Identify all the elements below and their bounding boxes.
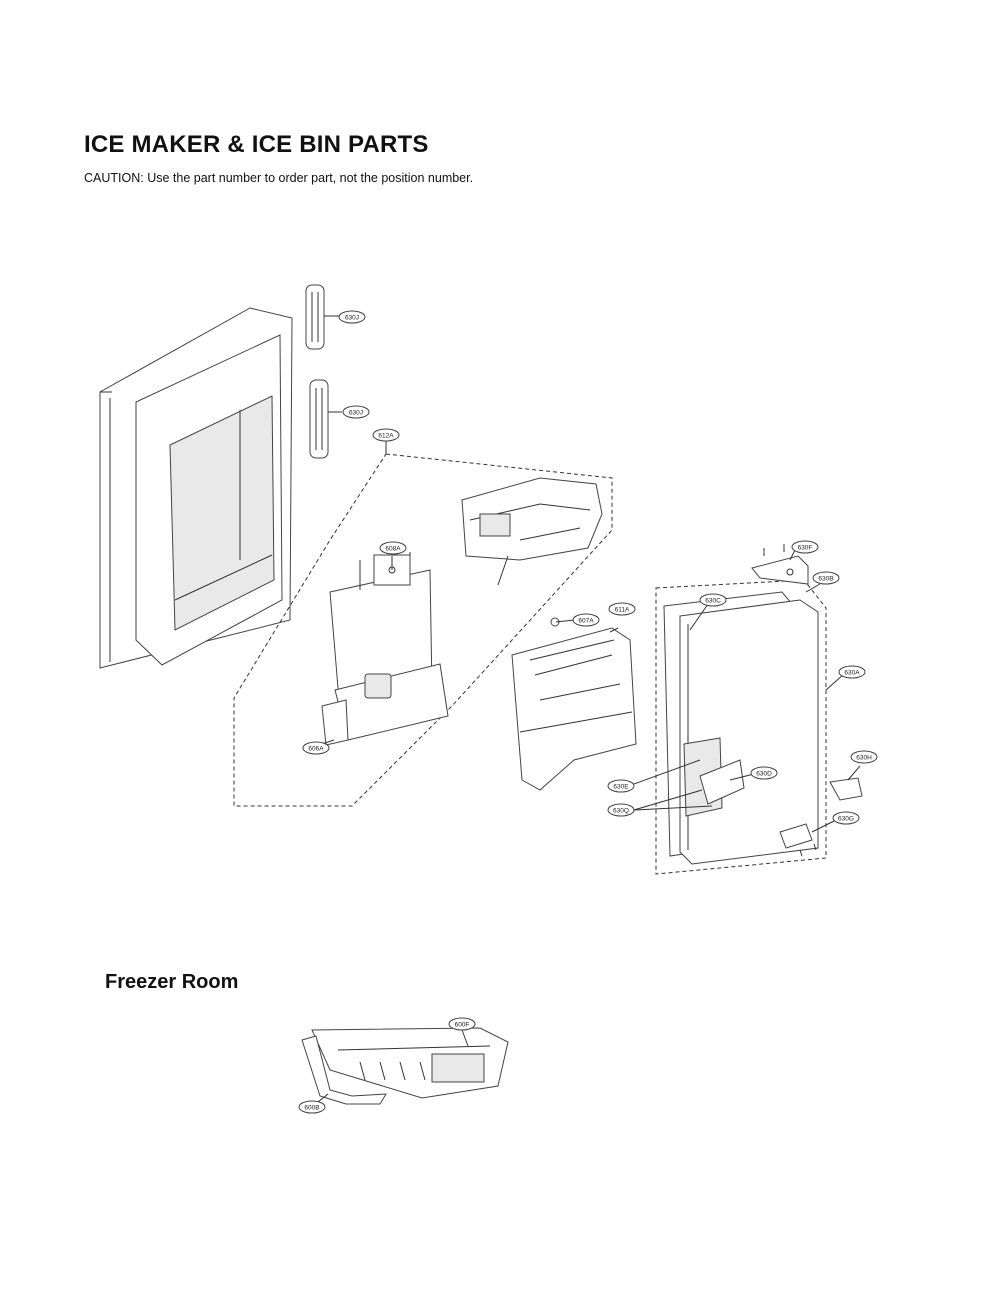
freezer-room-ice-maker [301, 1027, 509, 1105]
callout-630c: 630C [699, 593, 727, 607]
callout-607a: 607A [572, 613, 600, 627]
callout-608a: 608A [379, 541, 407, 555]
svg-text:600F: 600F [455, 1022, 470, 1029]
ice-maker-bracket [321, 552, 449, 746]
lower-hinge-cover [829, 777, 863, 801]
callout-630h: 630H [850, 750, 878, 764]
callout-630e: 630E [607, 779, 635, 793]
svg-text:630E: 630E [613, 784, 629, 791]
freezer-door-frame [99, 307, 293, 669]
upper-hinge [751, 544, 809, 585]
svg-text:611A: 611A [615, 607, 630, 614]
callout-600f: 600F [448, 1017, 476, 1031]
freezer-room-heading: Freezer Room [105, 971, 239, 993]
svg-text:630B: 630B [818, 576, 833, 583]
leader-lines [317, 315, 861, 1103]
callout-600b: 600B [298, 1100, 326, 1114]
guide-part-630j-bottom [309, 379, 329, 459]
svg-text:630H: 630H [856, 755, 872, 762]
svg-text:630Q: 630Q [613, 808, 629, 815]
svg-text:606A: 606A [308, 746, 324, 753]
svg-text:630D: 630D [756, 771, 772, 778]
lower-hinge-bracket [779, 823, 817, 857]
svg-text:630F: 630F [798, 545, 813, 552]
callout-630j-top: 630J [338, 310, 366, 324]
svg-text:630J: 630J [349, 410, 363, 417]
svg-text:607A: 607A [578, 618, 594, 625]
ice-bin [511, 617, 637, 791]
svg-text:608A: 608A [385, 546, 401, 553]
callout-630q: 630Q [607, 803, 635, 817]
page-title: ICE MAKER & ICE BIN PARTS [84, 131, 429, 158]
svg-text:630J: 630J [345, 315, 359, 322]
callout-611a: 611A [608, 602, 636, 616]
svg-text:600B: 600B [304, 1105, 319, 1112]
callout-612a: 612A [372, 428, 400, 442]
caution-note: CAUTION: Use the part number to order pa… [84, 171, 474, 185]
svg-text:612A: 612A [378, 433, 394, 440]
callout-630g: 630G [832, 811, 860, 825]
ice-maker-unit [461, 477, 603, 586]
ice-bin-door [663, 591, 819, 865]
guide-part-630j-top [305, 284, 325, 350]
callout-630d: 630D [750, 766, 778, 780]
ice-bin-door-outline [655, 579, 827, 875]
callout-630j-bottom: 630J [342, 405, 370, 419]
callout-606a: 606A [302, 741, 330, 755]
svg-text:630C: 630C [705, 598, 721, 605]
svg-text:630A: 630A [844, 670, 860, 677]
ice-maker-assembly-outline [233, 453, 613, 807]
callout-630b: 630B [812, 571, 840, 585]
svg-text:630G: 630G [838, 816, 854, 823]
callout-630a: 630A [838, 665, 866, 679]
callout-630f: 630F [791, 540, 819, 554]
